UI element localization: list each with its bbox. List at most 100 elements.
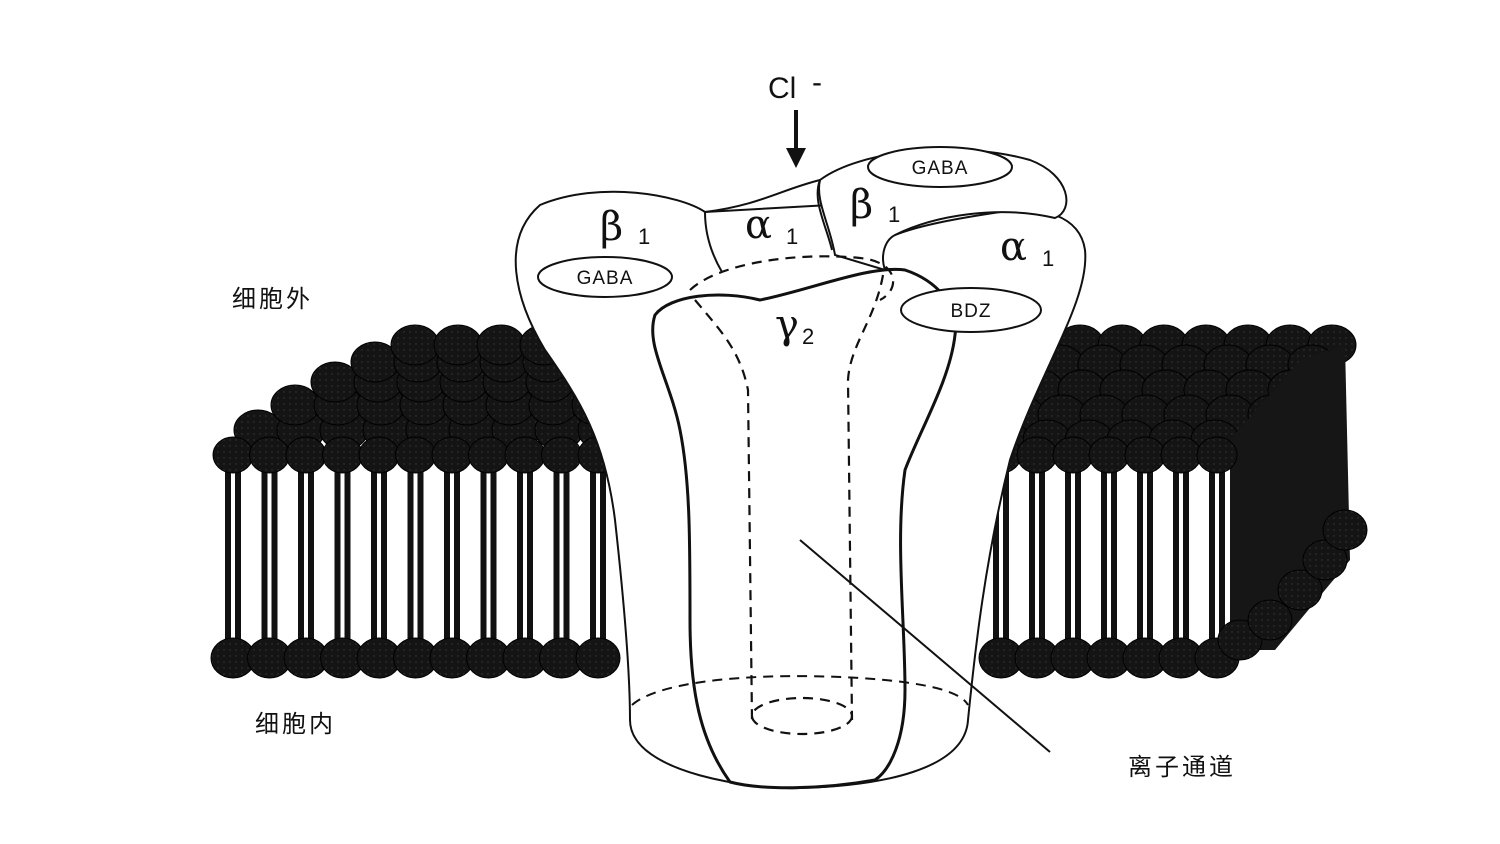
receptor-membrane-cross-section xyxy=(631,675,969,706)
lipid-tail xyxy=(1209,465,1215,645)
lipid-head xyxy=(1016,436,1058,474)
gaba-site-left: GABA xyxy=(537,256,673,298)
subunit-alpha1-top: α 1 xyxy=(745,202,798,249)
lipid-head xyxy=(1302,539,1348,581)
lipid-head xyxy=(1277,569,1323,611)
lipid-head xyxy=(358,436,400,474)
lipid-head xyxy=(1124,436,1166,474)
lipid-tail xyxy=(1039,465,1045,645)
lipid-head xyxy=(270,384,320,426)
subunit-gamma2: γ 2 xyxy=(775,302,814,349)
intracellular-label: 细胞内 xyxy=(255,710,336,738)
beta1-right-letter: β xyxy=(850,182,873,228)
bdz-site-label: BDZ xyxy=(951,301,992,322)
lipid-head xyxy=(1322,509,1368,551)
lipid-head xyxy=(1247,599,1293,641)
pore-top-rim xyxy=(689,255,895,301)
gaba-site-left-label: GABA xyxy=(577,268,634,289)
lipid-tail xyxy=(993,465,999,645)
lipid-head xyxy=(541,436,582,474)
lipid-head xyxy=(249,436,290,474)
pore-right-wall xyxy=(846,274,885,721)
lipid-tail xyxy=(1075,465,1081,645)
lipid-bilayer xyxy=(210,324,1368,679)
lipid-head xyxy=(476,324,526,366)
subunit-beta1-right: β 1 xyxy=(850,182,900,228)
lipid-tail xyxy=(298,465,304,645)
lipid-tail xyxy=(590,465,596,645)
lipid-head xyxy=(285,436,327,474)
lipid-head xyxy=(212,436,254,474)
alpha1-right-subscript: 1 xyxy=(1042,246,1054,271)
bilayer-lipid-tails xyxy=(225,465,1225,645)
lipid-tail xyxy=(1003,465,1009,645)
lipid-tail xyxy=(271,465,278,645)
lipid-tail xyxy=(527,465,533,645)
lipid-tail xyxy=(480,465,487,645)
lipid-tail xyxy=(1137,465,1143,645)
beta1-left-boundary xyxy=(704,211,723,273)
beta1-left-letter: β xyxy=(600,204,623,250)
lipid-tail xyxy=(1219,465,1225,645)
lipid-head xyxy=(395,436,436,474)
lipid-head xyxy=(1160,436,1202,474)
lipid-tail xyxy=(1183,465,1189,645)
alpha1-top-letter: α xyxy=(745,202,772,248)
lipid-tail xyxy=(1029,465,1035,645)
lipid-tail xyxy=(371,465,377,645)
beta1-right-subscript: 1 xyxy=(888,202,900,227)
lipid-head xyxy=(504,436,546,474)
lipid-head xyxy=(468,436,509,474)
lipid-tail xyxy=(563,465,570,645)
lipid-head xyxy=(390,324,440,366)
lipid-head xyxy=(322,436,363,474)
subunit-alpha1-right: α 1 xyxy=(1000,224,1054,271)
lipid-head xyxy=(433,324,483,366)
lipid-tail xyxy=(417,465,424,645)
lipid-tail xyxy=(490,465,497,645)
lipid-head xyxy=(431,436,473,474)
lipid-tail xyxy=(344,465,351,645)
ion-channel-label: 离子通道 xyxy=(1128,753,1236,781)
lipid-head xyxy=(1052,436,1094,474)
bilayer-inner-heads xyxy=(210,509,1368,679)
chloride-ion-indicator: Cl - xyxy=(768,66,822,168)
lipid-head xyxy=(1196,436,1238,474)
lipid-tail xyxy=(261,465,268,645)
lipid-tail xyxy=(334,465,341,645)
gamma2-subscript: 2 xyxy=(802,324,814,349)
extracellular-label: 细胞外 xyxy=(232,285,313,313)
ion-channel-leader-line xyxy=(799,539,1051,753)
lipid-tail xyxy=(517,465,523,645)
chloride-ion-label: Cl xyxy=(768,72,796,105)
alpha1-top-boundary xyxy=(704,178,833,251)
lipid-tail xyxy=(1101,465,1107,645)
lipid-tail xyxy=(1111,465,1117,645)
chloride-ion-charge: - xyxy=(812,66,822,99)
lipid-tail xyxy=(1147,465,1153,645)
lipid-head xyxy=(1088,436,1130,474)
lipid-tail xyxy=(454,465,460,645)
subunit-beta1-left: β 1 xyxy=(600,204,650,250)
lipid-tail xyxy=(225,465,231,645)
gamma2-letter: γ xyxy=(775,302,799,348)
lipid-head xyxy=(575,637,621,679)
gaba-site-right: GABA xyxy=(867,146,1013,188)
receptor-complex: GABA GABA BDZ β 1 α 1 β 1 α 1 γ 2 xyxy=(514,146,1087,790)
lipid-tail xyxy=(235,465,241,645)
gamma2-subunit xyxy=(651,267,958,790)
lipid-tail xyxy=(308,465,314,645)
pore-left-wall xyxy=(694,299,754,721)
pore-bottom-opening xyxy=(750,696,854,736)
lipid-tail xyxy=(444,465,450,645)
lipid-tail xyxy=(381,465,387,645)
beta1-left-subscript: 1 xyxy=(638,224,650,249)
lipid-tail xyxy=(600,465,606,645)
alpha1-top-subscript: 1 xyxy=(786,224,798,249)
bdz-site: BDZ xyxy=(900,287,1042,333)
gaba-site-right-label: GABA xyxy=(912,158,969,179)
lipid-tail xyxy=(407,465,414,645)
lipid-tail xyxy=(1065,465,1071,645)
